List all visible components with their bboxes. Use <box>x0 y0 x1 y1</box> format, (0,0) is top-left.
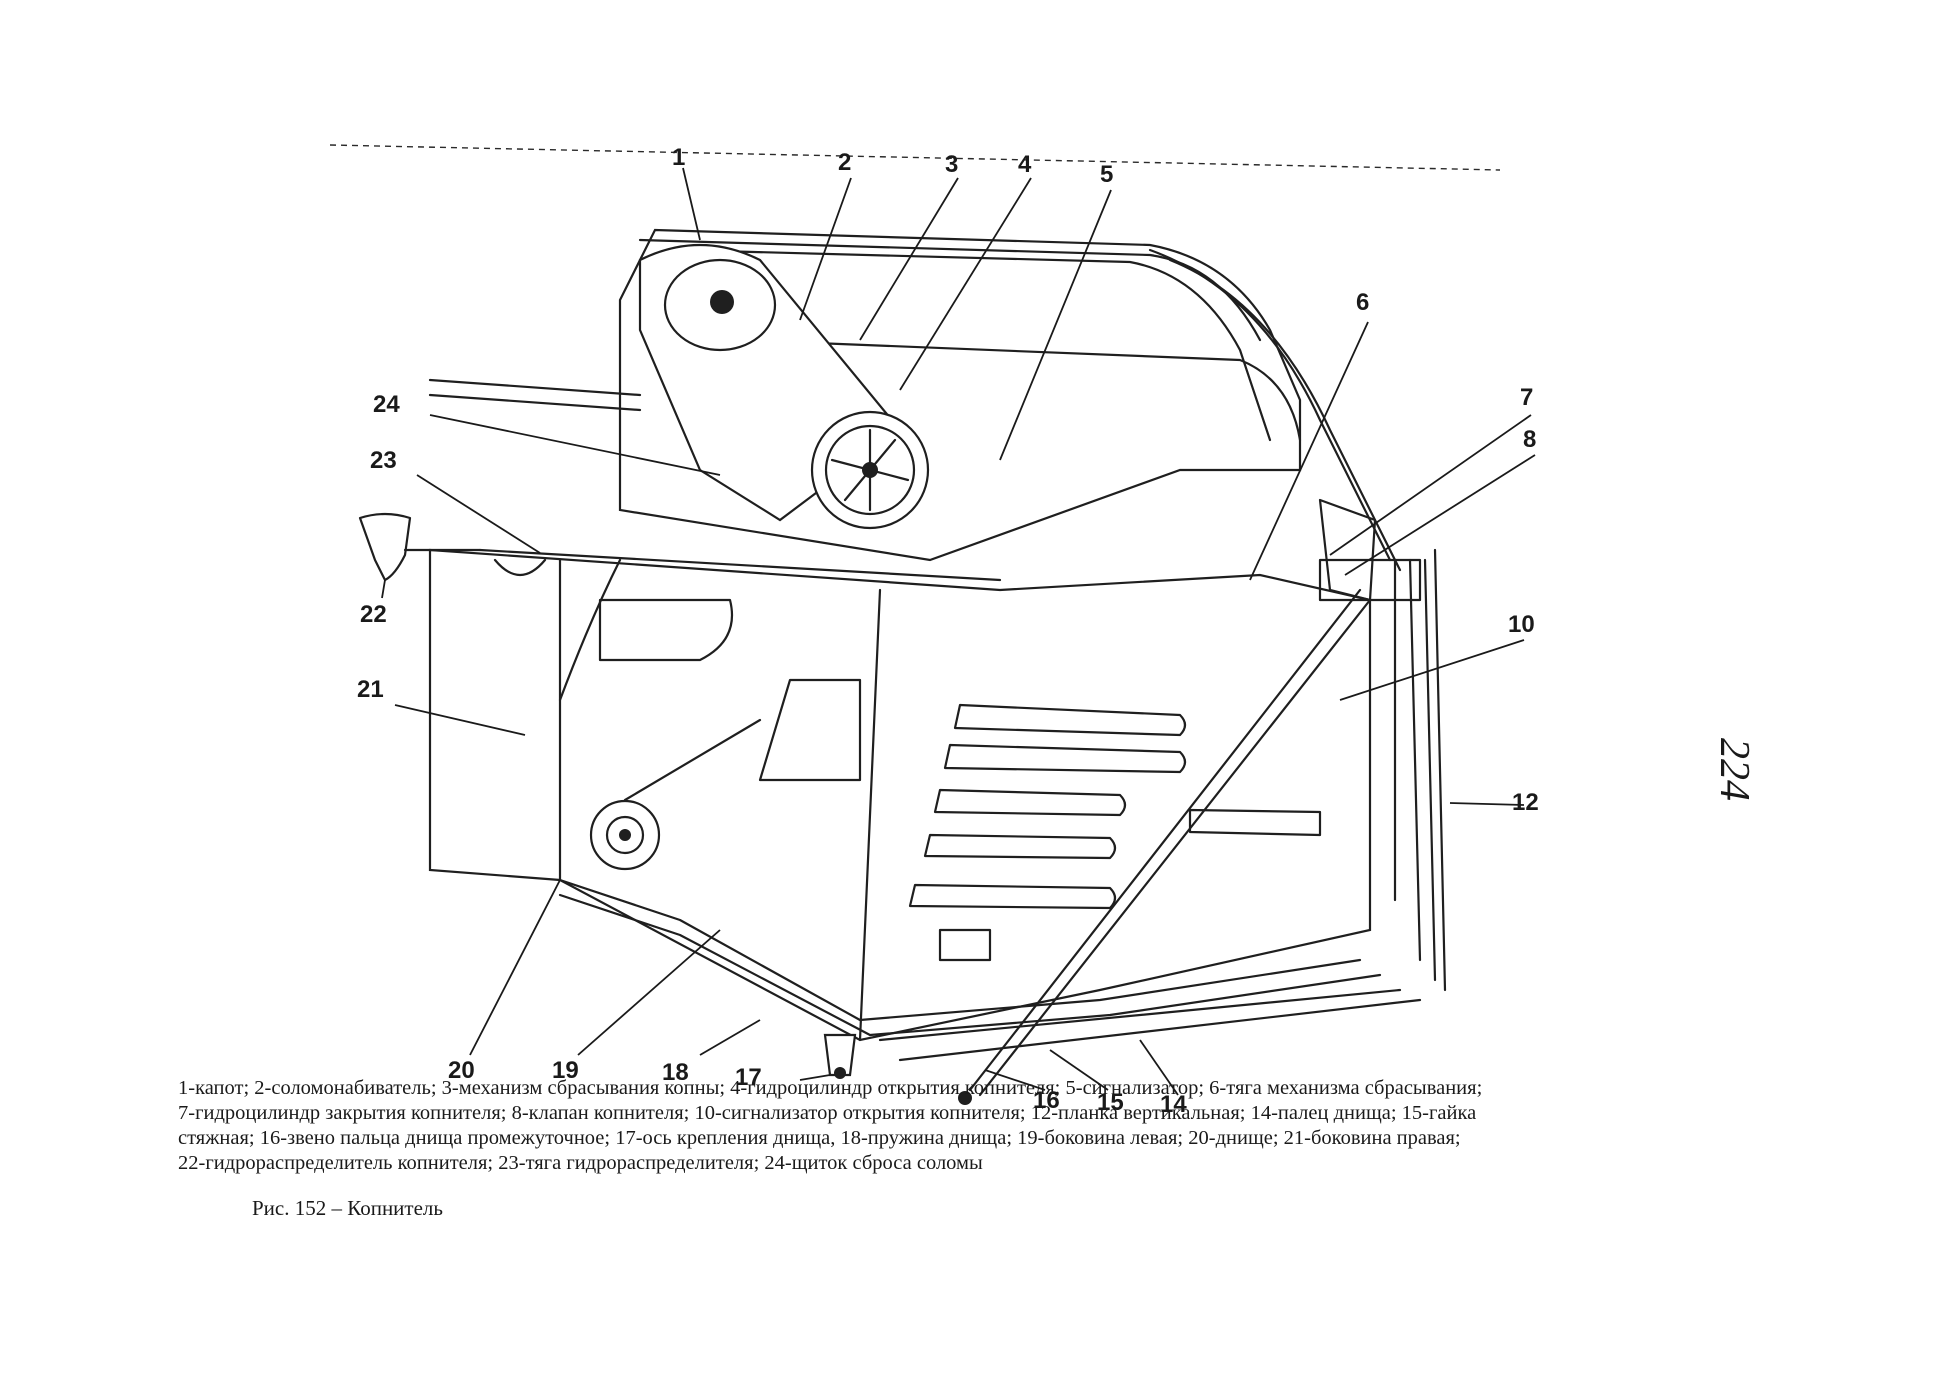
callout-3: 3 <box>945 151 958 178</box>
callout-labels: 1 2 3 4 5 6 7 8 10 12 14 15 16 17 18 19 … <box>357 144 1539 1118</box>
callout-20: 20 <box>448 1057 475 1084</box>
vertical-bars-drawing <box>968 498 1447 1097</box>
callout-4: 4 <box>1018 151 1032 178</box>
callout-5: 5 <box>1100 161 1113 188</box>
callout-15: 15 <box>1097 1089 1124 1116</box>
collector-body-drawing <box>428 548 1422 1105</box>
leader-lines <box>381 167 1536 1096</box>
callout-23: 23 <box>370 447 397 474</box>
callout-10: 10 <box>1508 611 1535 638</box>
caption-line: 7-гидроцилиндр закрытия копнителя; 8-кла… <box>178 1102 1477 1124</box>
callout-7: 7 <box>1520 384 1533 411</box>
callout-22: 22 <box>360 601 387 628</box>
callout-24: 24 <box>373 391 400 418</box>
shield-and-rod-drawing <box>358 378 1002 582</box>
callout-16: 16 <box>1033 1087 1060 1114</box>
callout-21: 21 <box>357 676 384 703</box>
figure-title: Рис. 152 – Копнитель <box>252 1196 443 1220</box>
scan-border <box>329 144 1501 171</box>
callout-1: 1 <box>672 144 685 171</box>
figure-caption: 1-капот; 2-соломонабиватель; 3-механизм … <box>178 1076 1730 1176</box>
callout-8: 8 <box>1523 426 1536 453</box>
callout-2: 2 <box>838 149 851 176</box>
straw-packer-drawing <box>638 243 930 530</box>
caption-line: стяжная; 16-звено пальца днища промежуто… <box>178 1127 1461 1149</box>
caption-line: 1-капот; 2-соломонабиватель; 3-механизм … <box>178 1077 1483 1099</box>
callout-18: 18 <box>662 1059 689 1086</box>
callout-6: 6 <box>1356 289 1369 316</box>
caption-line: 22-гидрораспределитель копнителя; 23-тяг… <box>178 1152 983 1174</box>
callout-14: 14 <box>1160 1091 1187 1118</box>
callout-17: 17 <box>735 1064 762 1091</box>
page-number: 224 <box>1711 738 1757 801</box>
callout-19: 19 <box>552 1057 579 1084</box>
callout-12: 12 <box>1512 789 1539 816</box>
